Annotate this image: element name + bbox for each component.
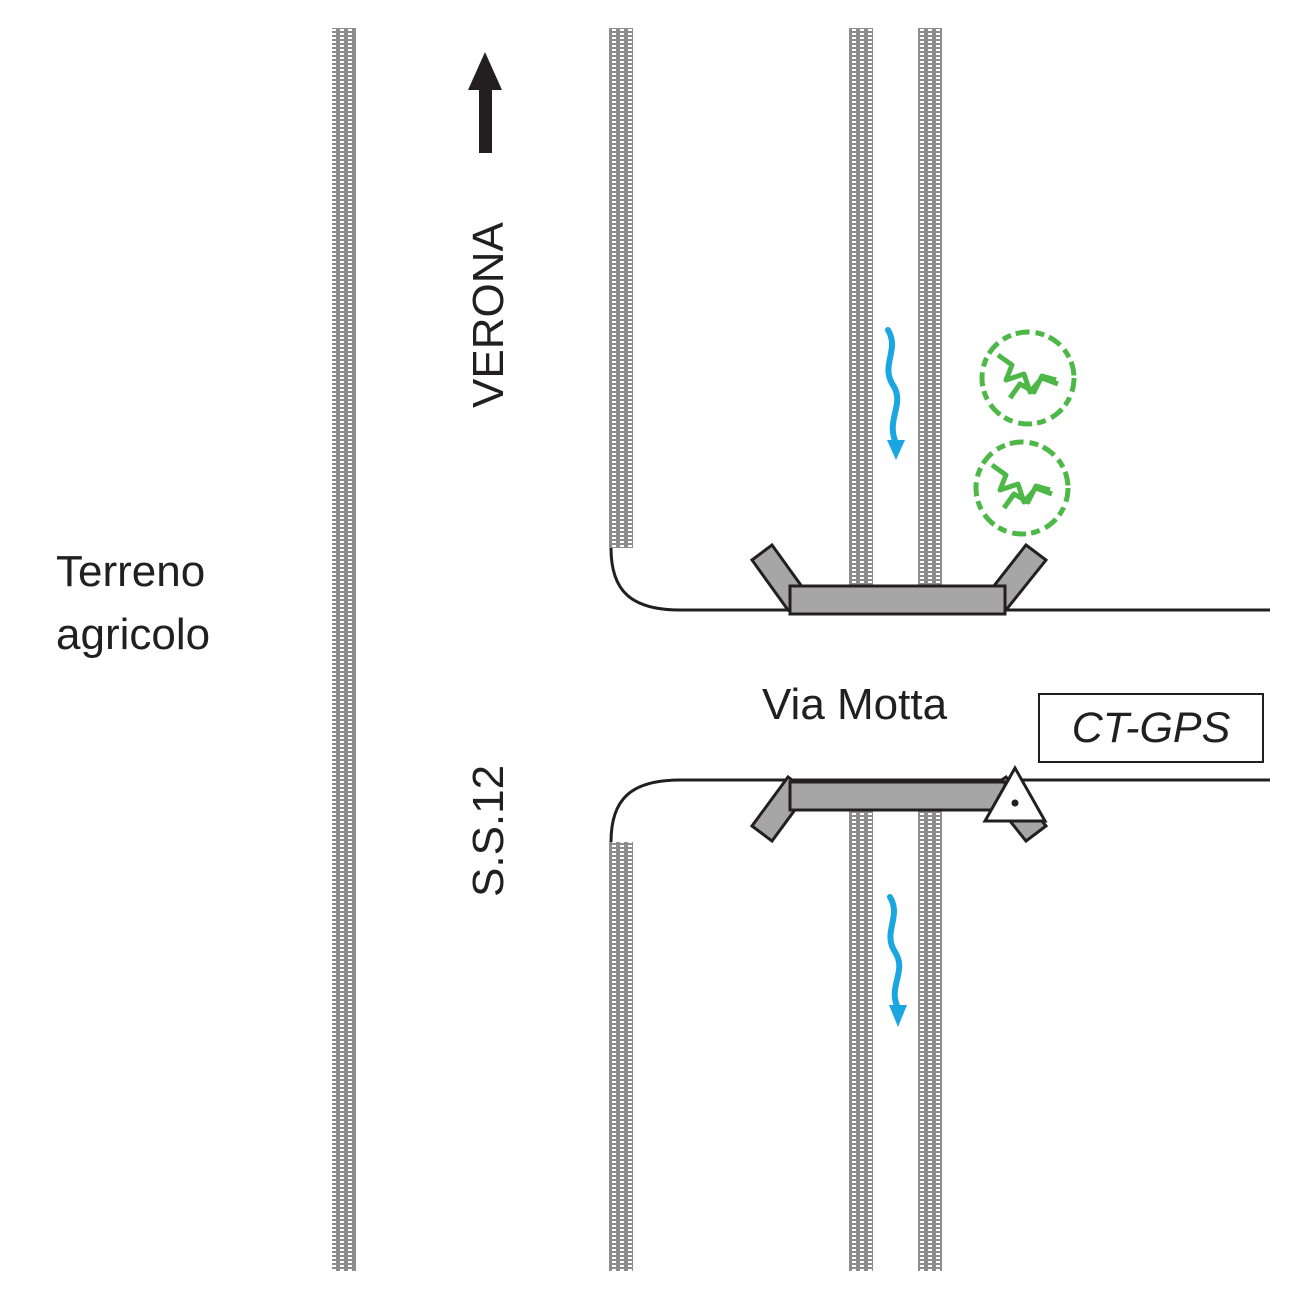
ditch-bank-west-north [849,28,873,586]
wavy-arrow-down-icon [885,327,905,460]
road-edge-north [609,28,633,548]
field-label: Terreno agricolo [56,540,210,666]
field-boundary-line [332,28,356,1271]
ditch-bank-east-south [918,810,942,1271]
ditch-bank-east-north [918,28,942,586]
field-label-line-2: agricolo [56,610,211,659]
ditch-bank-west-south [849,810,873,1271]
wavy-arrow-down-icon [887,894,907,1027]
tree-icon [979,329,1077,427]
main-road-label: S.S.12 [464,764,513,897]
triangle-station-icon [982,764,1048,823]
side-road-edge-north [609,547,1270,612]
arrow-up-icon [468,52,502,153]
side-road-label: Via Motta [762,680,948,729]
field-label-line-1: Terreno [56,547,206,596]
side-road-edge-south [609,778,1270,843]
culvert-north [749,542,1049,616]
road-edge-south [609,842,633,1271]
direction-label: VERONA [464,222,513,408]
station-label: CT-GPS [1038,693,1264,763]
tree-icon [973,439,1071,537]
